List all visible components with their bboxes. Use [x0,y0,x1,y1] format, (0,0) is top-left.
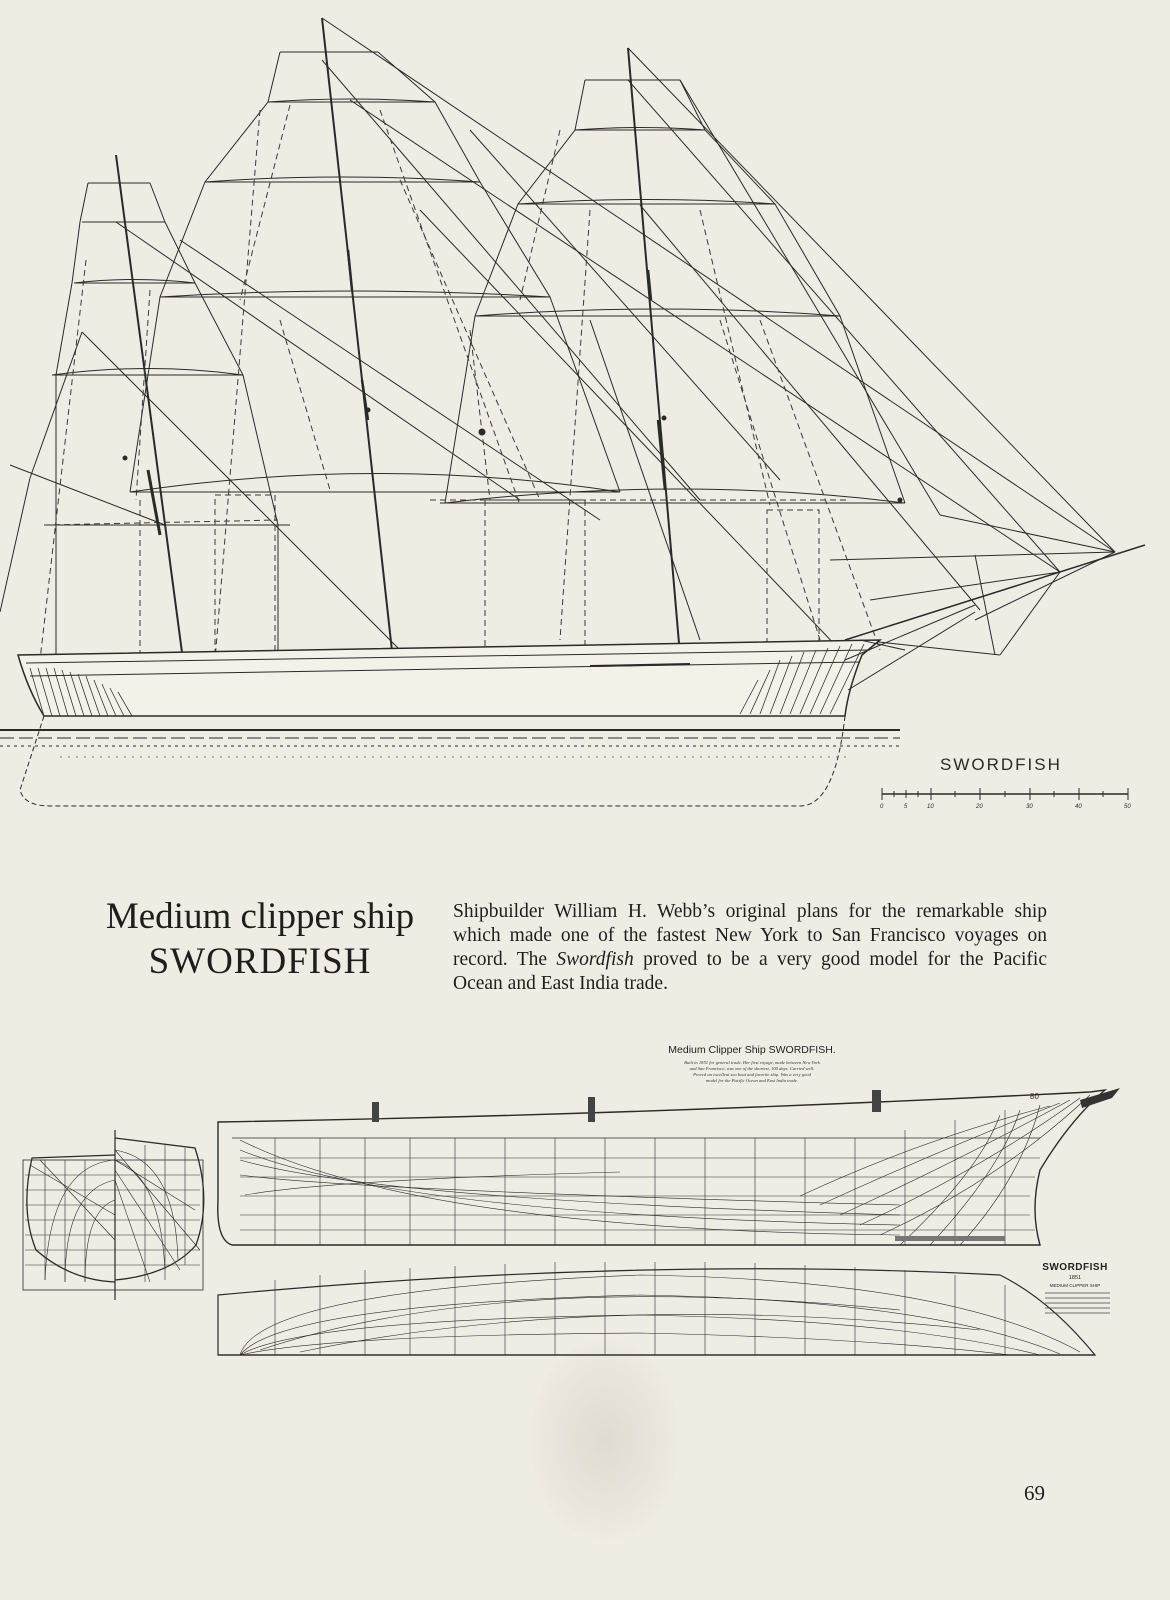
scale-tick-label: 5 [904,804,908,810]
cartouche-type: MEDIUM CLIPPER SHIP [1050,1283,1101,1288]
lines-plan-note: Proved an excellent sea boat and favorit… [692,1072,811,1077]
cartouche-year: 1851 [1069,1275,1081,1281]
caption-part-1: Shipbuilder William H. Webb’s original p… [453,901,1047,970]
page-number: 69 [1024,1481,1045,1505]
caption-ship-name: Swordfish [556,949,634,970]
paper-stain [530,1340,680,1540]
scale-tick-label: 20 [975,804,983,810]
scale-bar [881,788,1129,800]
scale-tick-label: 10 [927,804,934,810]
title-line-2: SWORDFISH [148,941,372,982]
scale-tick-label: 30 [1026,804,1033,810]
cartouche-name: SWORDFISH [1042,1262,1108,1273]
lines-plan-heading: Medium Clipper Ship SWORDFISH. [668,1044,835,1056]
scale-tick-label: 40 [1075,804,1082,810]
caption-text: Shipbuilder William H. Webb’s original p… [453,900,1047,996]
station-number: 80 [1030,1092,1039,1101]
lines-plan-note: Built in 1851 for general trade. Her fir… [684,1060,821,1066]
lines-plan-note: and San Francisco, was one of the shorte… [690,1066,815,1072]
scale-tick-label: 50 [1124,804,1131,810]
sail-plan-label: SWORDFISH [940,755,1062,774]
scale-tick-label: 0 [880,804,884,810]
caption-part-2: proved to be a very good model for the P… [453,949,1047,994]
title-line-1: Medium clipper ship [105,896,415,937]
article-title: Medium clipper ship SWORDFISH [70,895,450,985]
lines-plan-note: model for the Pacific Ocean and East Ind… [706,1078,798,1083]
sail-plan-drawing: SWORDFISH 0 5 10 20 30 40 50 [0,17,1146,810]
